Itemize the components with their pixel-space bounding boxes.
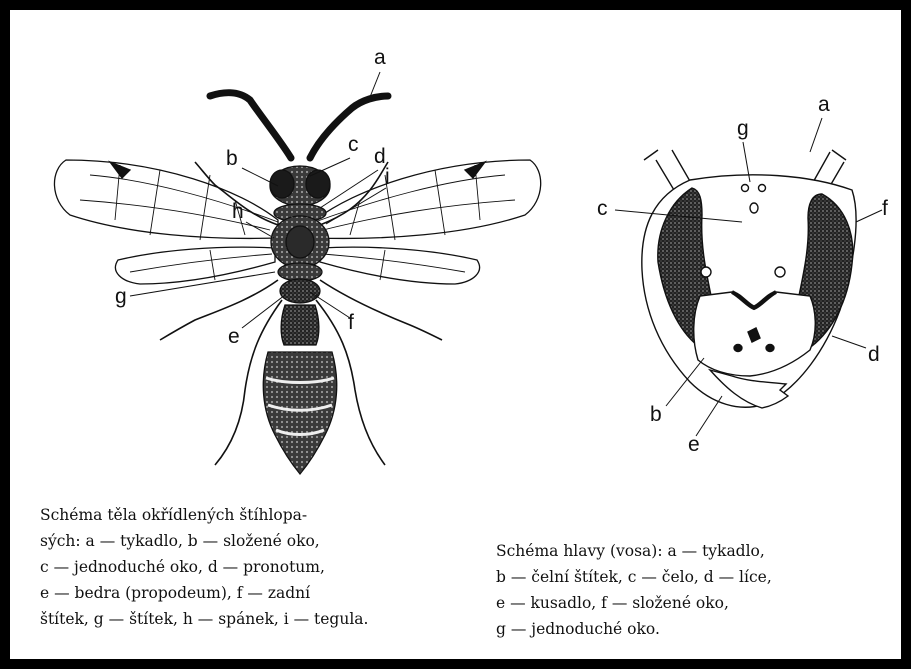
wasp-label-d: d bbox=[374, 146, 386, 167]
wasp-scutellum bbox=[278, 263, 322, 281]
head-ocellus-left bbox=[742, 185, 749, 192]
wasp-label-i: i bbox=[385, 166, 390, 187]
head-label-g: g bbox=[737, 118, 749, 139]
head-caption: Schéma hlavy (vosa): a — tykadlo, b — če… bbox=[496, 538, 772, 642]
wasp-hindwing-left bbox=[115, 247, 275, 284]
head-ocellus-right bbox=[759, 185, 766, 192]
wasp-caption-line: sých: a — tykadlo, b — složené oko, bbox=[40, 528, 368, 554]
wasp-caption-line: c — jednoduché oko, d — pronotum, bbox=[40, 554, 368, 580]
wasp-caption-line: e — bedra (propodeum), f — zadní bbox=[40, 580, 368, 606]
head-label-a: a bbox=[818, 94, 830, 115]
wasp-label-a: a bbox=[374, 47, 386, 68]
head-label-d: d bbox=[868, 344, 880, 365]
wasp-caption: Schéma těla okřídlených štíhlopa- sých: … bbox=[40, 502, 368, 632]
head-label-e: e bbox=[688, 434, 700, 455]
wasp-antenna-left bbox=[210, 93, 291, 158]
wasp-label-b: b bbox=[226, 148, 238, 169]
wasp-abdomen bbox=[263, 352, 336, 474]
figure-frame: a b c d i h g e f g a c f d b e Schéma t… bbox=[10, 10, 901, 659]
head-label-b: b bbox=[650, 404, 662, 425]
head-label-f: f bbox=[882, 198, 888, 219]
head-ocellus-mid bbox=[750, 203, 758, 213]
anatomy-drawings bbox=[10, 10, 901, 480]
head-caption-line: e — kusadlo, f — složené oko, bbox=[496, 590, 772, 616]
wasp-drawing bbox=[54, 93, 540, 474]
wasp-label-f: f bbox=[348, 312, 354, 333]
wasp-caption-line: štítek, g — štítek, h — spánek, i — tegu… bbox=[40, 606, 368, 632]
wasp-propodeum bbox=[280, 279, 320, 303]
head-caption-line: b — čelní štítek, c — čelo, d — líce, bbox=[496, 564, 772, 590]
wasp-label-c: c bbox=[348, 134, 359, 155]
head-label-c: c bbox=[597, 198, 608, 219]
wasp-leg-mid-left bbox=[160, 280, 278, 340]
wasp-petiole bbox=[281, 305, 319, 345]
head-caption-line: g — jednoduché oko. bbox=[496, 616, 772, 642]
wasp-caption-line: Schéma těla okřídlených štíhlopa- bbox=[40, 502, 368, 528]
wasp-forewing-right bbox=[315, 160, 541, 238]
head-drawing bbox=[642, 150, 856, 408]
wasp-label-g: g bbox=[115, 286, 127, 307]
wasp-hindwing-right bbox=[320, 247, 480, 284]
head-caption-line: Schéma hlavy (vosa): a — tykadlo, bbox=[496, 538, 772, 564]
wasp-forewing-left bbox=[54, 160, 278, 238]
wasp-label-e: e bbox=[228, 326, 240, 347]
wasp-label-h: h bbox=[232, 201, 244, 222]
